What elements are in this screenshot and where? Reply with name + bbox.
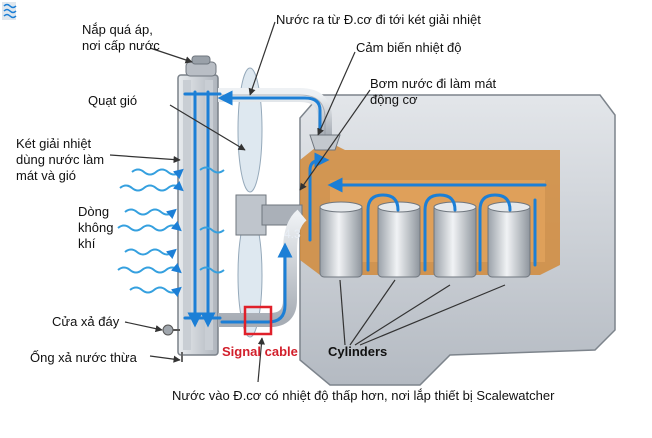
- coolant-flow: [183, 90, 547, 328]
- label-engine-inlet: Nước vào Đ.cơ có nhiệt độ thấp hơn, nơi …: [172, 388, 555, 403]
- airflow-waves: [117, 166, 225, 298]
- signal-cable-box: [243, 305, 273, 336]
- leader-lines: [109, 21, 506, 383]
- label-overflow-tube: Ống xả nước thừa: [30, 350, 137, 365]
- thermostat-housing: [309, 134, 341, 151]
- label-water-pump: Bơm nước đi làm mát động cơ: [370, 76, 497, 107]
- corner-logo-icon: [2, 2, 17, 20]
- watermark-text: 4.3: [284, 227, 301, 241]
- label-fan: Quạt gió: [88, 93, 138, 108]
- radiator: [162, 55, 219, 362]
- label-airflow: Dòng không khí: [78, 204, 114, 251]
- label-engine-outlet: Nước ra từ Đ.cơ đi tới két giải nhiệt: [276, 12, 481, 27]
- label-signal-cable: Signal cable: [222, 344, 298, 359]
- label-cylinders: Cylinders: [328, 344, 388, 359]
- label-pressure-cap: Nắp quá áp, nơi cấp nước: [82, 22, 160, 53]
- label-drain: Cửa xả đáy: [52, 314, 120, 329]
- label-radiator: Két giải nhiệt dùng nước làm mát và gió: [16, 136, 105, 183]
- label-temp-sensor: Cảm biến nhiệt độ: [356, 40, 462, 55]
- drain-plug: [162, 324, 174, 336]
